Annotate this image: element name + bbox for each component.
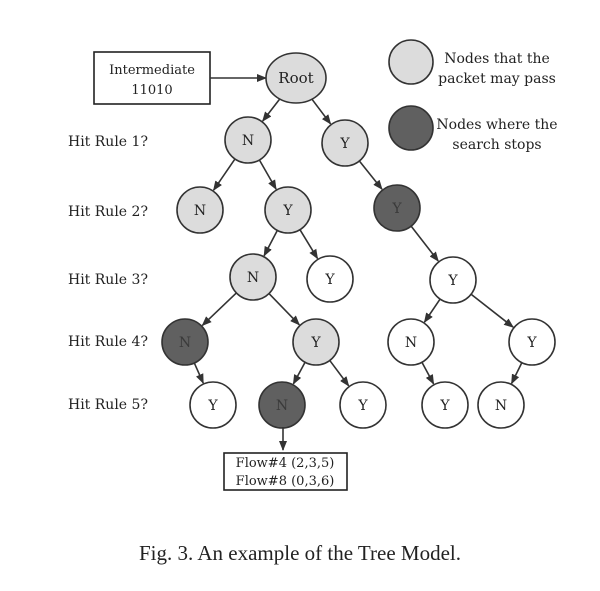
node-label: Y [439, 398, 450, 414]
node-label: Y [447, 273, 458, 289]
result-box: Flow#4 (2,3,5) Flow#8 (0,3,6) [223, 452, 348, 491]
node-circle [264, 186, 312, 234]
tree-edge [311, 98, 332, 125]
node-label: Y [339, 136, 350, 152]
legend-light-swatch [388, 39, 434, 85]
node-circle [339, 381, 387, 429]
node-circle [224, 116, 272, 164]
intermediate-label: Intermediate [109, 63, 195, 78]
tree-edge [423, 298, 441, 323]
tree-edge [292, 361, 306, 385]
tree-node-n4n: N [161, 318, 209, 366]
tree-node-n2y: Y [264, 186, 312, 234]
node-circle [161, 318, 209, 366]
tree-edge [263, 230, 279, 257]
tree-edge [421, 361, 435, 385]
node-circle [477, 381, 525, 429]
tree-node-n5y_c: Y [421, 381, 469, 429]
level-label: Hit Rule 3? [68, 272, 148, 288]
legend-light-line1: Nodes that the [444, 51, 550, 67]
tree-node-n5n_c: N [477, 381, 525, 429]
tree-node-n2n: N [176, 186, 224, 234]
node-circle [176, 186, 224, 234]
tree-node-n1y: Y [321, 119, 369, 167]
level-label: Hit Rule 5? [68, 397, 148, 413]
tree-edge [201, 292, 237, 327]
node-circle [321, 119, 369, 167]
tree-node-n3y_b: Y [429, 256, 477, 304]
tree-node-n1n: N [224, 116, 272, 164]
node-circle [189, 381, 237, 429]
legend-dark-line2: search stops [452, 137, 541, 153]
tree-node-n5n: N [258, 381, 306, 429]
tree-edge [510, 362, 523, 385]
tree-node-n5y_a: Y [189, 381, 237, 429]
node-circle [292, 318, 340, 366]
tree-edge [193, 362, 204, 384]
node-label: Y [526, 335, 537, 351]
tree-node-n4n_b: N [387, 318, 435, 366]
level-label: Hit Rule 4? [68, 334, 148, 350]
node-circle [265, 52, 327, 104]
node-label: N [495, 398, 507, 414]
node-label: Y [357, 398, 368, 414]
tree-edges [193, 98, 523, 387]
node-label: N [242, 133, 254, 149]
node-circle [508, 318, 556, 366]
node-circle [229, 253, 277, 301]
tree-edge [268, 292, 300, 326]
node-circle [429, 256, 477, 304]
tree-node-n4y_b: Y [508, 318, 556, 366]
tree-node-root: Root [265, 52, 327, 104]
tree-node-n4y: Y [292, 318, 340, 366]
result-line: Flow#8 (0,3,6) [236, 474, 335, 489]
node-label: Y [324, 272, 335, 288]
node-label: Y [207, 398, 218, 414]
intermediate-value: 11010 [131, 83, 172, 98]
tree-edge [358, 160, 383, 191]
tree-node-n3y: Y [306, 255, 354, 303]
legend: Nodes that the packet may pass Nodes whe… [388, 39, 558, 153]
tree-edge [470, 293, 514, 328]
node-label: Y [310, 335, 321, 351]
node-label: N [276, 398, 288, 414]
tree-node-n3n: N [229, 253, 277, 301]
node-label: Y [282, 203, 293, 219]
intermediate-box: Intermediate 11010 [93, 51, 211, 105]
tree-edge [212, 158, 236, 192]
level-labels: Hit Rule 1? Hit Rule 2? Hit Rule 3? Hit … [68, 134, 148, 413]
tree-edge [258, 159, 277, 191]
figure-caption: Fig. 3. An example of the Tree Model. [139, 541, 461, 565]
tree-edge [262, 98, 281, 122]
node-label: N [247, 270, 259, 286]
tree-edge [329, 359, 350, 387]
node-circle [306, 255, 354, 303]
legend-dark-swatch [388, 105, 434, 151]
node-circle [373, 184, 421, 232]
legend-light-line2: packet may pass [438, 71, 556, 87]
tree-edge [410, 225, 439, 262]
legend-dark-line1: Nodes where the [436, 117, 557, 133]
node-label: Y [391, 201, 402, 217]
node-label: N [405, 335, 417, 351]
tree-node-n2y_b: Y [373, 184, 421, 232]
tree-edge [299, 229, 319, 260]
node-circle [421, 381, 469, 429]
node-label: Root [278, 69, 313, 87]
node-circle [258, 381, 306, 429]
node-label: N [194, 203, 206, 219]
result-line: Flow#4 (2,3,5) [236, 456, 335, 471]
node-circle [387, 318, 435, 366]
level-label: Hit Rule 2? [68, 204, 148, 220]
level-label: Hit Rule 1? [68, 134, 148, 150]
tree-node-n5y_b: Y [339, 381, 387, 429]
node-label: N [179, 335, 191, 351]
